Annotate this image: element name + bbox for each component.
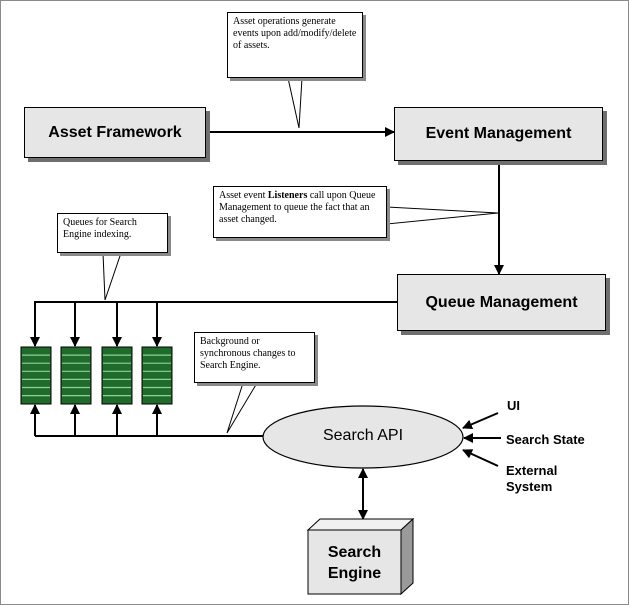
search-api-node [262,405,464,469]
queue-stack-4 [141,346,173,405]
queue-stack-1 [20,346,52,405]
queue-stacks [20,346,173,405]
search-engine-label: Search Engine [308,542,401,584]
callout-listeners-post: call upon Queue Management to queue the … [219,190,376,225]
input-external-system-label: External System [506,463,557,495]
queue-stack-2 [60,346,92,405]
queue-management-label: Queue Management [425,293,578,311]
input-external-line2: System [506,479,553,494]
callout-asset-operations: Asset operations generate events upon ad… [227,12,363,78]
asset-framework-label: Asset Framework [48,123,182,141]
queue-stack-3 [101,346,133,405]
queue-distribution-line [30,301,397,347]
event-management-box: Event Management [394,107,603,161]
callout-pointer-listeners [386,206,499,225]
arrow-ui [462,412,499,430]
input-search-state-label: Search State [506,432,585,447]
queue-management-box: Queue Management [397,274,606,331]
arrow-external-system [462,449,499,467]
callout-listeners-pre: Asset event [219,190,268,201]
callout-background-changes: Background or synchronous changes to Sea… [194,332,315,383]
event-management-label: Event Management [425,125,572,142]
callout-pointer-asset-ops [287,77,303,129]
search-engine-node [306,517,415,596]
input-ui-label: UI [507,398,520,413]
callout-pointer-queues [102,252,122,301]
callout-pointer-background [226,382,258,434]
callout-listeners-bold: Listeners [267,190,308,201]
search-engine-label-line1: Search [327,544,382,561]
search-api-label: Search API [322,427,404,444]
callout-queues: Queues for Search Engine indexing. [57,213,168,253]
search-engine-label-line2: Engine [327,565,382,582]
input-external-line1: External [506,463,558,478]
callout-event-listeners: Asset event Listeners call upon Queue Ma… [213,186,387,238]
asset-framework-box: Asset Framework [24,107,206,158]
